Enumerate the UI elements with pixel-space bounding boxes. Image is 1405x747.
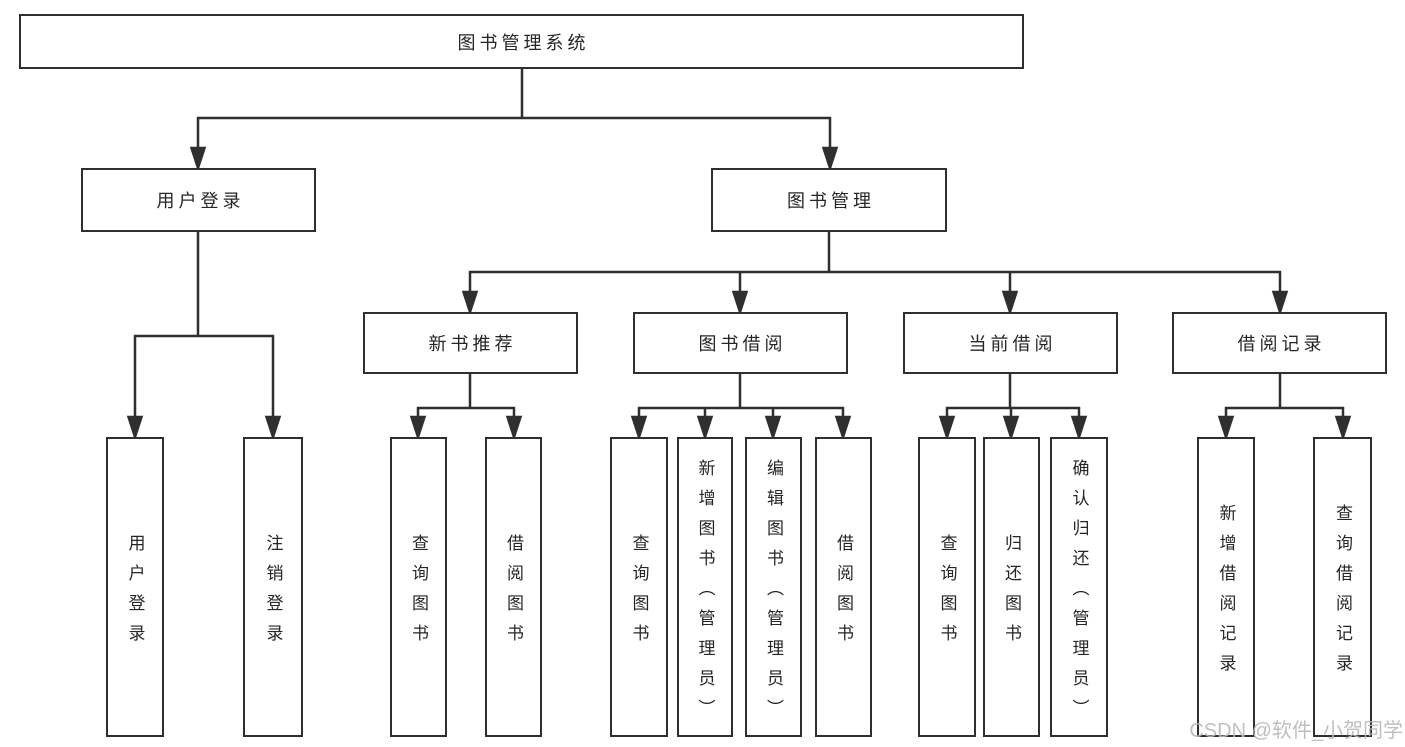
- node-leaf-query-borrow-record-label: 查询借阅记录: [1333, 503, 1352, 684]
- node-leaf-query-books-recommend-label: 查询图书: [409, 533, 428, 654]
- node-current-borrowing: 当前借阅: [903, 312, 1118, 374]
- connector-book-mgmt-to-level3: [461, 232, 1289, 317]
- node-current-borrowing-label: 当前借阅: [968, 334, 1057, 354]
- node-leaf-confirm-return-admin-label: 确认归还（管理员）: [1069, 458, 1089, 729]
- node-leaf-borrow-books-recommend: 借阅图书: [485, 437, 542, 737]
- node-new-book-recommend: 新书推荐: [363, 312, 578, 374]
- node-leaf-logout: 注销登录: [243, 437, 303, 737]
- node-leaf-confirm-return-admin: 确认归还（管理员）: [1050, 437, 1108, 737]
- node-leaf-add-borrow-record-label: 新增借阅记录: [1216, 503, 1236, 684]
- node-leaf-user-login: 用户登录: [106, 437, 164, 737]
- node-leaf-logout-label: 注销登录: [263, 533, 283, 654]
- node-book-borrowing: 图书借阅: [633, 312, 848, 374]
- node-leaf-query-books-current-label: 查询图书: [937, 533, 957, 654]
- node-leaf-borrow-books-recommend-label: 借阅图书: [504, 533, 523, 654]
- node-book-borrowing-label: 图书借阅: [698, 334, 787, 354]
- node-leaf-edit-books-admin-label: 编辑图书（管理员）: [764, 458, 783, 729]
- node-leaf-user-login-label: 用户登录: [125, 533, 145, 654]
- node-root-system: 图书管理系统: [19, 14, 1024, 69]
- node-leaf-query-books-borrow: 查询图书: [610, 437, 668, 737]
- node-leaf-query-books-recommend: 查询图书: [390, 437, 447, 737]
- node-leaf-add-borrow-record: 新增借阅记录: [1197, 437, 1255, 737]
- node-leaf-query-books-borrow-label: 查询图书: [629, 533, 649, 654]
- connector-borrow-records-to-children: [1217, 374, 1352, 442]
- node-leaf-borrow-books: 借阅图书: [815, 437, 872, 737]
- node-leaf-add-books-admin: 新增图书（管理员）: [677, 437, 733, 737]
- csdn-watermark: CSDN @软件_小贺同学: [1189, 720, 1403, 742]
- node-root-system-label: 图书管理系统: [457, 32, 590, 53]
- node-leaf-edit-books-admin: 编辑图书（管理员）: [745, 437, 802, 737]
- node-borrowing-records: 借阅记录: [1172, 312, 1387, 374]
- connector-root-to-level2: [189, 69, 839, 173]
- node-user-login-label: 用户登录: [156, 191, 245, 211]
- node-leaf-add-books-admin-label: 新增图书（管理员）: [695, 458, 715, 729]
- connector-book-borrow-to-children: [630, 374, 852, 442]
- connector-new-book-to-children: [409, 374, 523, 442]
- node-book-management: 图书管理: [711, 168, 947, 232]
- node-new-book-recommend-label: 新书推荐: [428, 334, 517, 354]
- node-book-management-label: 图书管理: [787, 191, 875, 211]
- connector-current-borrow-to-children: [938, 374, 1088, 442]
- node-borrowing-records-label: 借阅记录: [1237, 334, 1326, 354]
- node-leaf-borrow-books-label: 借阅图书: [834, 533, 853, 654]
- node-leaf-query-books-current: 查询图书: [918, 437, 976, 737]
- node-leaf-return-books-label: 归还图书: [1002, 533, 1021, 654]
- node-user-login: 用户登录: [81, 168, 316, 232]
- node-leaf-return-books: 归还图书: [983, 437, 1040, 737]
- connector-user-login-to-children: [126, 232, 282, 442]
- node-leaf-query-borrow-record: 查询借阅记录: [1313, 437, 1372, 737]
